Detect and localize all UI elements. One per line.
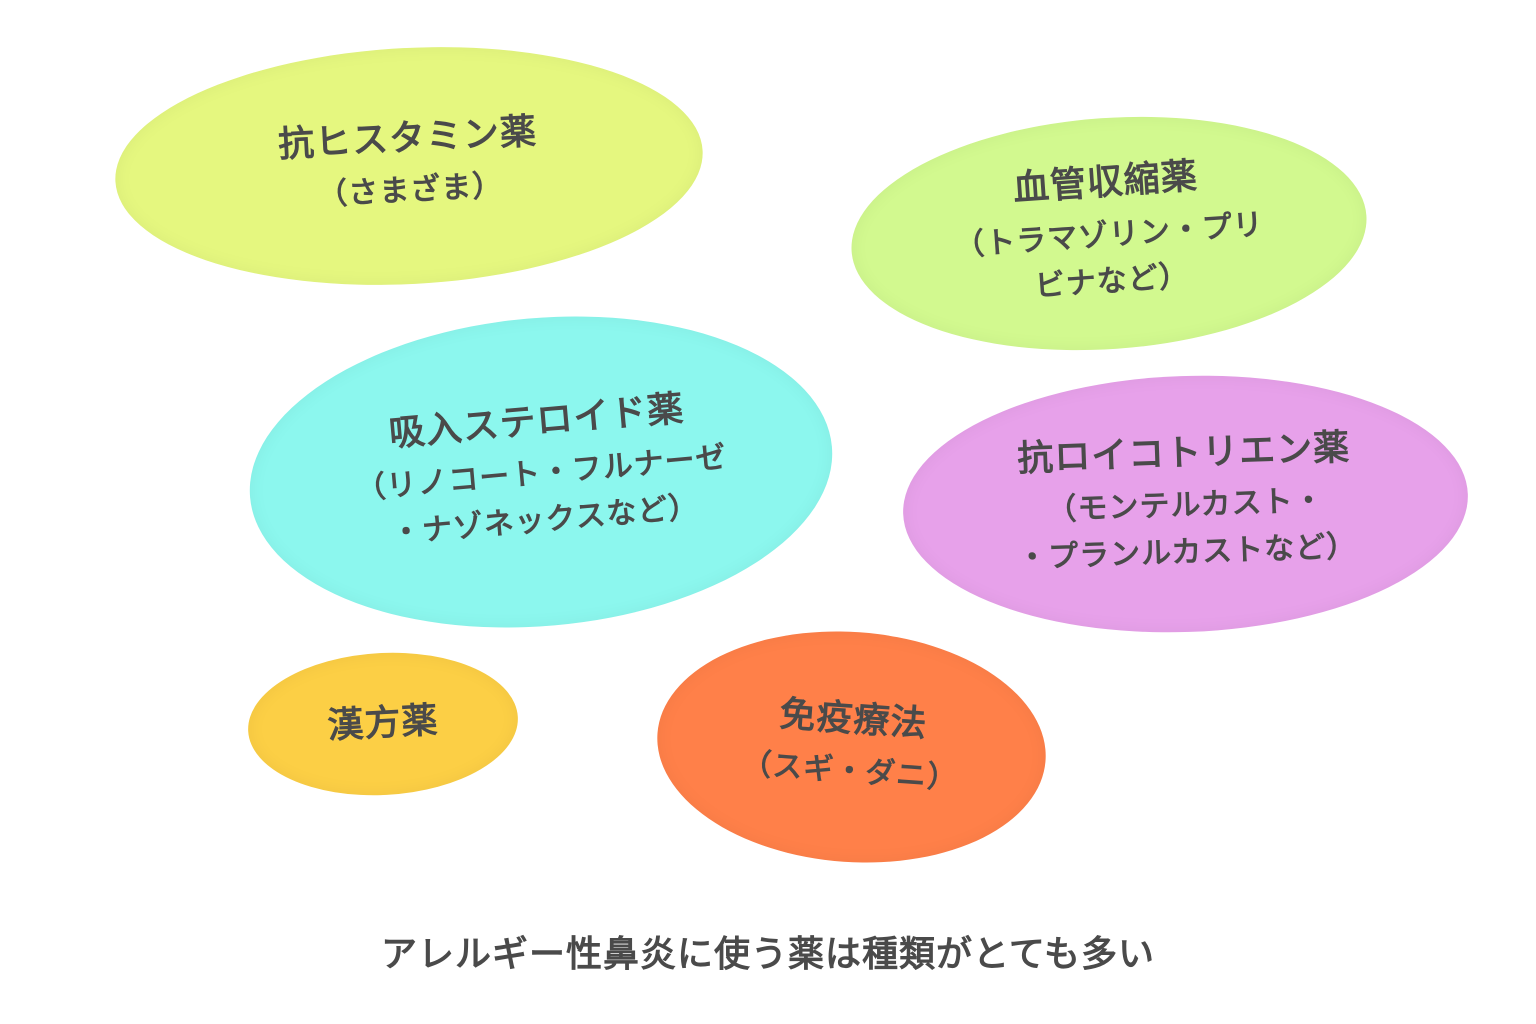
node-vasoconstrictor: 血管収縮薬 （トラマゾリン・プリ ビナなど） xyxy=(843,100,1375,367)
node-title: 抗ヒスタミン薬 xyxy=(277,111,538,166)
caption: アレルギー性鼻炎に使う薬は種類がとても多い xyxy=(380,934,1156,975)
node-immunotherapy: 免疫療法 （スギ・ダニ） xyxy=(649,618,1054,876)
node-antileukotriene: 抗ロイコトリエン薬 （モンテルカスト・ ・プランルカストなど） xyxy=(898,366,1473,642)
node-antihistamine: 抗ヒスタミン薬 （さまざま） xyxy=(109,32,709,300)
node-title: 漢方薬 xyxy=(326,700,440,748)
node-subtitle: （さまざま） xyxy=(316,168,505,214)
node-subtitle: （モンテルカスト・ ・プランルカストなど） xyxy=(1016,483,1358,576)
node-title: 抗ロイコトリエン薬 xyxy=(1016,427,1351,480)
node-subtitle: （トラマゾリン・プリ ビナなど） xyxy=(953,206,1265,305)
node-subtitle: （スギ・ダニ） xyxy=(740,746,960,797)
node-title: 免疫療法 xyxy=(778,694,929,746)
node-inhaled-steroid: 吸入ステロイド薬 （リノコート・フルナーゼ ・ナゾネックスなど） xyxy=(236,293,846,651)
node-title: 血管収縮薬 xyxy=(1011,156,1200,210)
node-kampo: 漢方薬 xyxy=(244,646,522,802)
